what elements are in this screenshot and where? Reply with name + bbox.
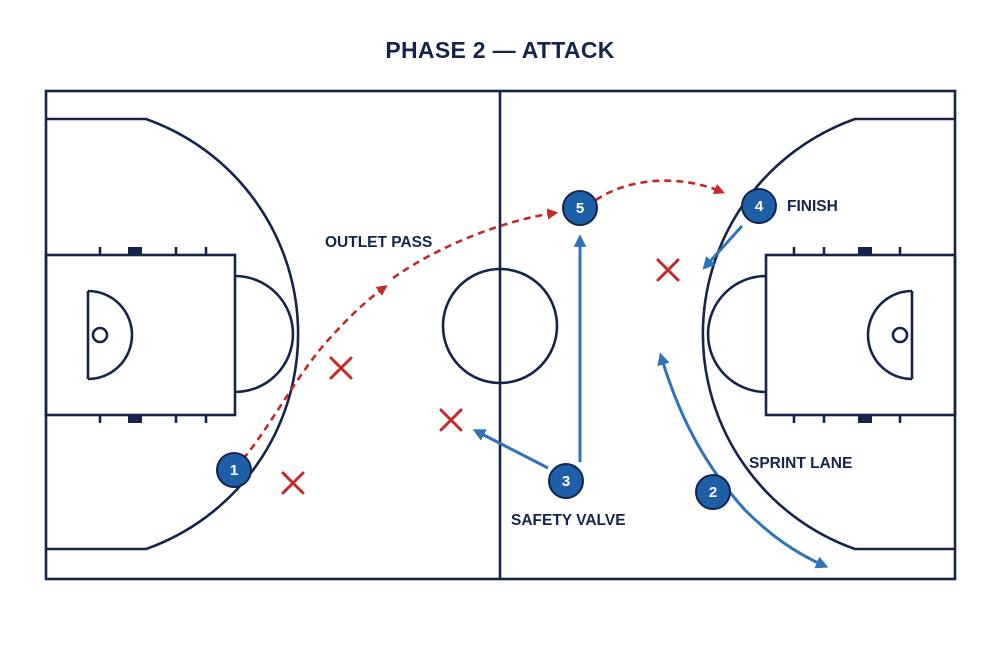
- left-rim: [91, 326, 109, 344]
- defender-marker: [439, 408, 463, 432]
- left-restricted-arc: [87, 289, 134, 381]
- right-lane-hashes: [792, 247, 902, 423]
- pass-lines: [242, 179, 726, 460]
- player-number: 2: [709, 484, 717, 501]
- defender-marker: [656, 258, 680, 282]
- safety-valve-label: SAFETY VALVE: [511, 512, 626, 529]
- player-runs: [472, 224, 829, 569]
- left-free-throw-arc: [234, 274, 295, 394]
- player-4: 4: [741, 188, 777, 224]
- sprint-lane-label: SPRINT LANE: [749, 455, 852, 472]
- players: 1 2 3 4 5: [216, 188, 777, 510]
- right-key: [764, 253, 957, 417]
- right-rim: [891, 326, 909, 344]
- player-number: 5: [576, 200, 584, 217]
- defenders: [281, 258, 680, 495]
- pass-line-outlet-to-5: [392, 208, 559, 280]
- safety-valve-arrow: [472, 429, 549, 470]
- player-1: 1: [216, 452, 252, 488]
- left-key: [44, 253, 237, 417]
- pass-line-5-to-4: [595, 179, 726, 202]
- court: [44, 89, 957, 581]
- player-2: 2: [695, 474, 731, 510]
- right-free-throw-arc: [706, 274, 767, 394]
- player-number: 1: [230, 462, 238, 479]
- pass-line-1-to-outlet: [242, 285, 388, 460]
- page-title: PHASE 2 — ATTACK: [385, 37, 614, 63]
- defender-marker: [281, 471, 305, 495]
- left-lane-hashes: [98, 247, 208, 423]
- outlet-pass-label: OUTLET PASS: [325, 234, 432, 251]
- finish-label: FINISH: [787, 198, 838, 215]
- left-three-point-arc: [46, 117, 300, 551]
- right-three-point-arc: [701, 117, 955, 551]
- sprint-lane-arrow: [657, 352, 829, 569]
- player-5: 5: [562, 190, 598, 226]
- finish-cut-arrow: [702, 224, 744, 270]
- center-circle: [441, 267, 559, 385]
- player-number: 3: [562, 473, 570, 490]
- player-number: 4: [755, 198, 764, 215]
- defender-marker: [329, 356, 353, 380]
- right-restricted-arc: [866, 289, 913, 381]
- player-3: 3: [548, 463, 584, 499]
